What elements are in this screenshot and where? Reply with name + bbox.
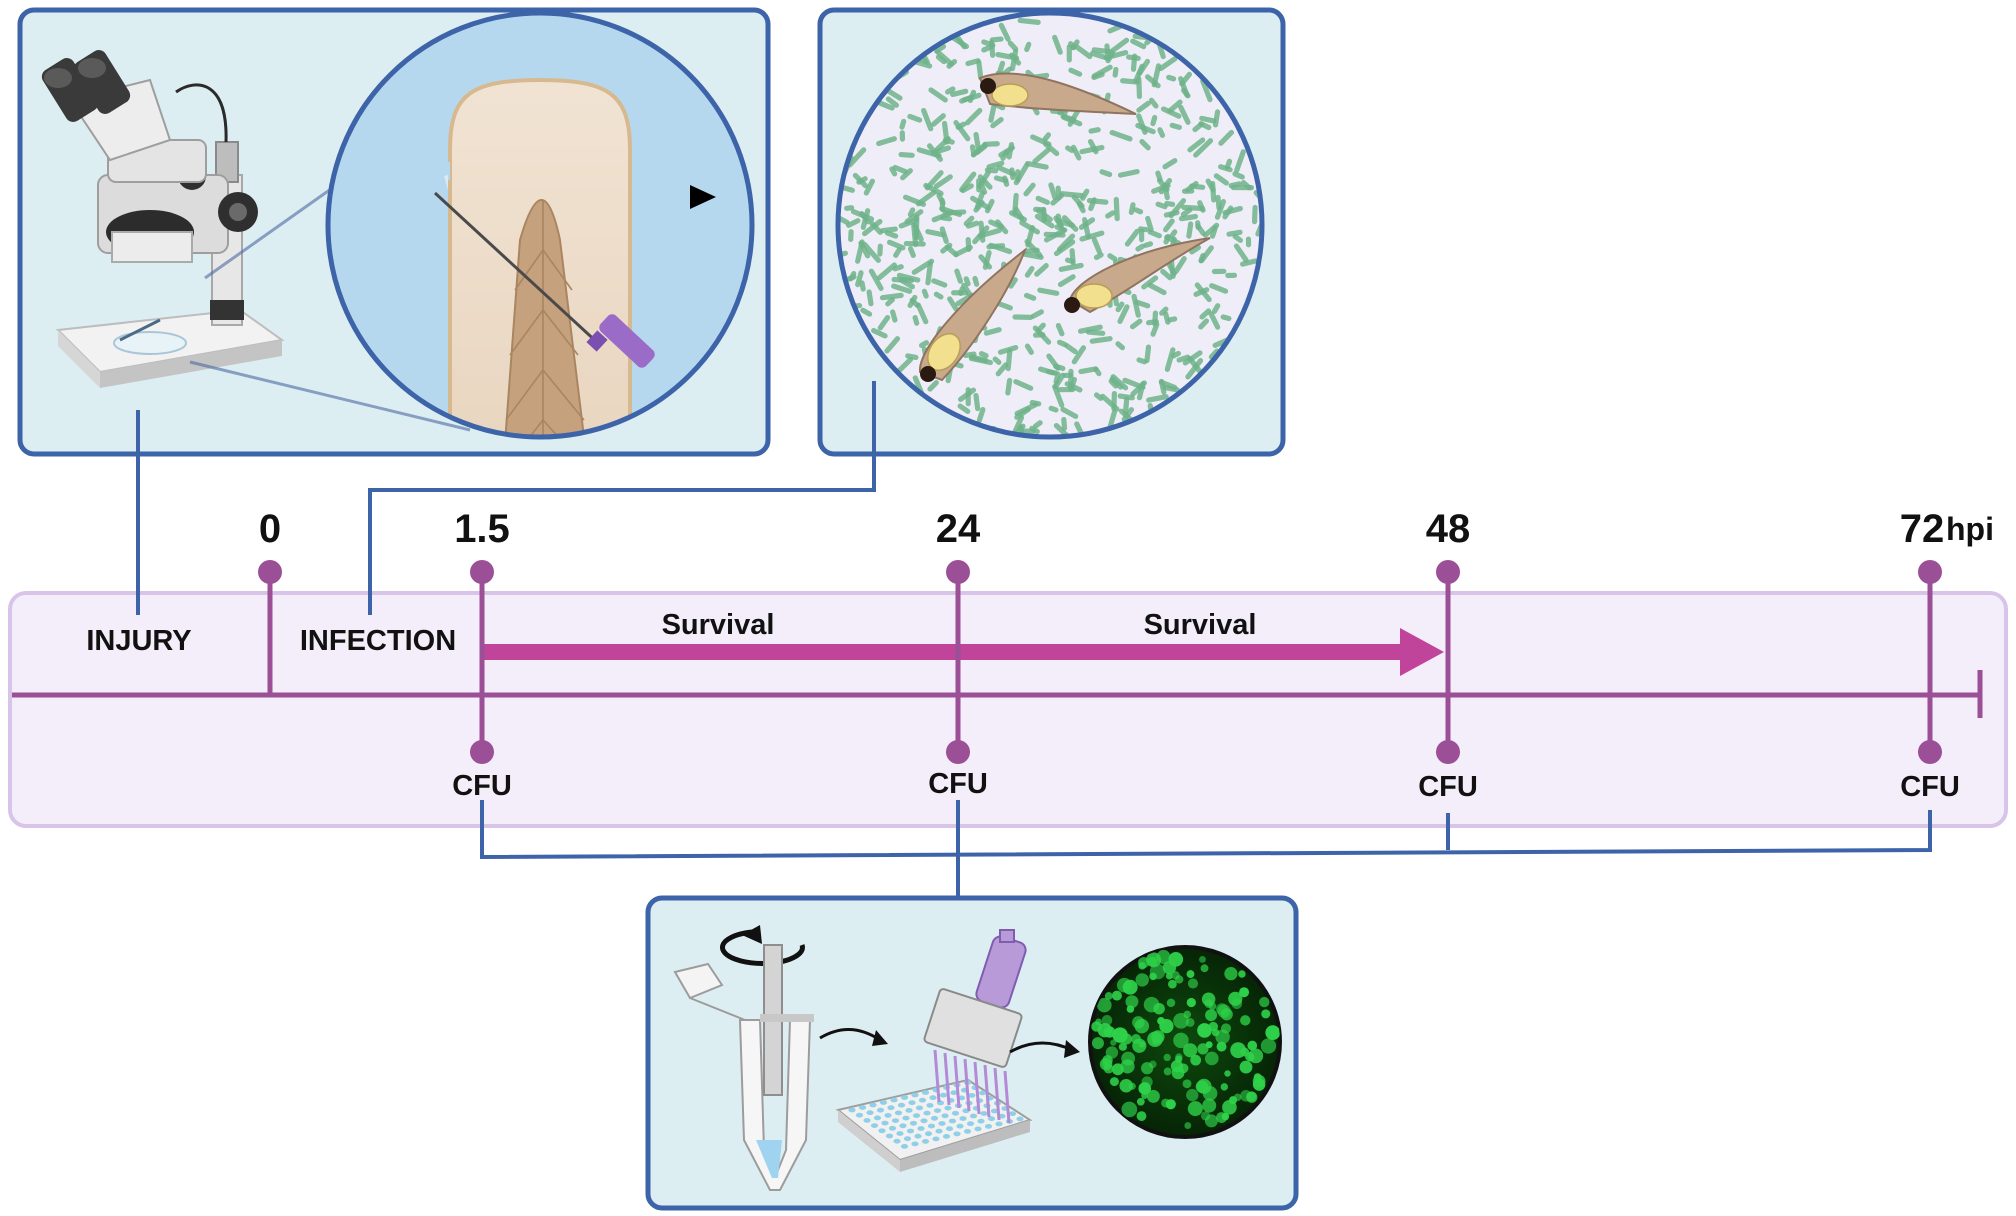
zebrafish-larva-icon bbox=[1064, 237, 1211, 314]
cfu-marker bbox=[1436, 740, 1460, 764]
hpi-unit-label: hpi bbox=[1946, 511, 1994, 547]
tick-0-label: 0 bbox=[259, 507, 281, 551]
stereo-microscope-icon bbox=[41, 50, 285, 388]
cfu-panel bbox=[645, 895, 1299, 1211]
tick-marker bbox=[1918, 560, 1942, 584]
survival-label: Survival bbox=[1144, 609, 1257, 641]
multichannel-pipette-icon bbox=[923, 929, 1027, 1124]
survival-arrow bbox=[482, 628, 1444, 676]
cfu-label: CFU bbox=[1418, 771, 1478, 803]
tick-marker bbox=[1436, 560, 1460, 584]
cfu-label: CFU bbox=[1900, 771, 1960, 803]
zebrafish-fin-amputation-icon bbox=[325, 10, 755, 440]
tick-48-label: 48 bbox=[1426, 507, 1471, 551]
infection-panel bbox=[817, 7, 1286, 457]
survival-label: Survival bbox=[662, 609, 775, 641]
tick-1-5-label: 1.5 bbox=[454, 507, 510, 551]
96-well-plate-icon bbox=[835, 1078, 1033, 1172]
tick-24-label: 24 bbox=[936, 507, 981, 551]
cfu-marker bbox=[470, 740, 494, 764]
zebrafish-larva-icon bbox=[978, 72, 1137, 115]
tick-marker bbox=[946, 560, 970, 584]
microcentrifuge-tube-icon bbox=[673, 925, 814, 1191]
injury-panel bbox=[17, 7, 771, 457]
bacteria-bath-icon bbox=[835, 10, 1265, 440]
colony-plate-icon bbox=[1088, 945, 1282, 1139]
cfu-marker bbox=[946, 740, 970, 764]
cfu-label: CFU bbox=[452, 770, 512, 802]
tick-72-label: 72 bbox=[1900, 507, 1945, 551]
cfu-label: CFU bbox=[928, 768, 988, 800]
injury-label: INJURY bbox=[86, 625, 191, 657]
tick-marker bbox=[470, 560, 494, 584]
panel-connectors bbox=[136, 381, 1932, 928]
zebrafish-larva-icon bbox=[918, 247, 1028, 382]
cfu-marker bbox=[1918, 740, 1942, 764]
infection-label: INFECTION bbox=[300, 625, 456, 657]
tick-marker bbox=[258, 560, 282, 584]
